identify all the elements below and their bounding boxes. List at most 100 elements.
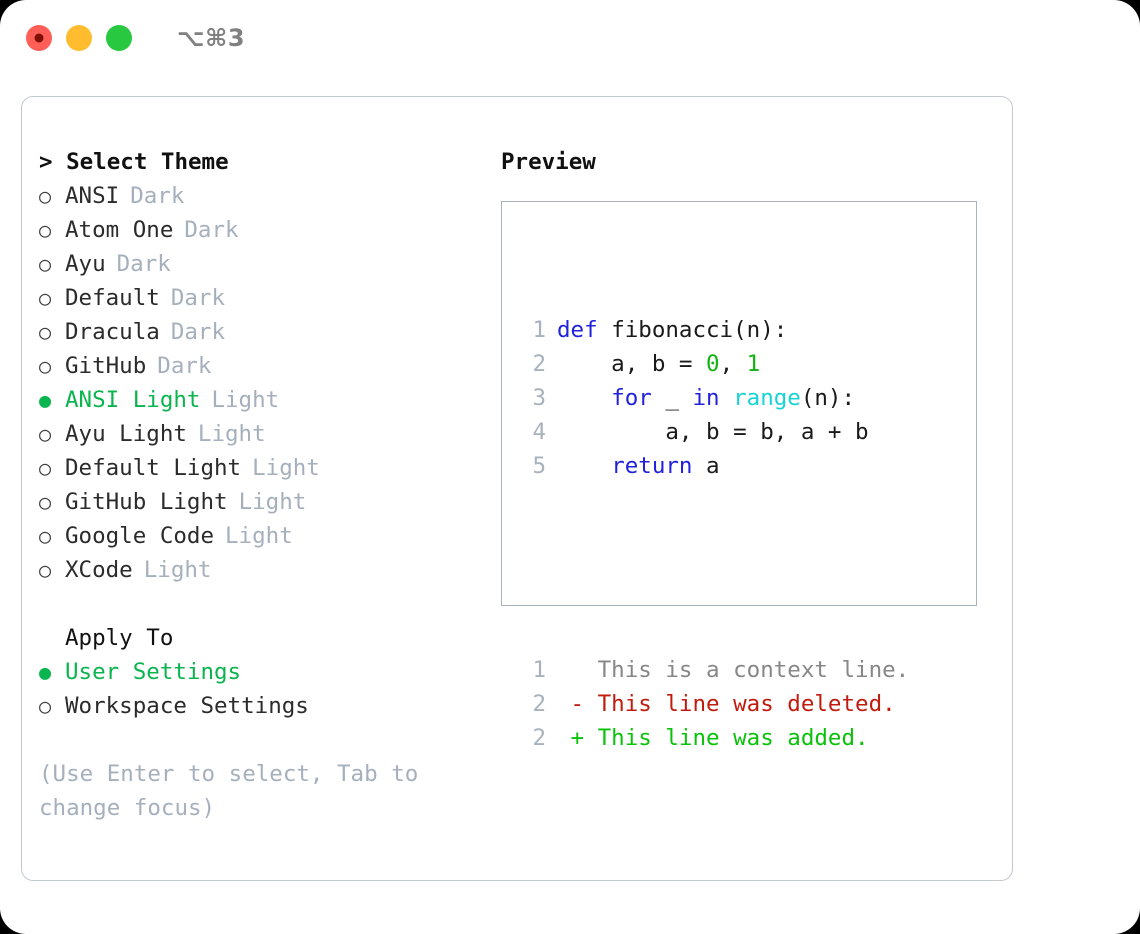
- code-token-plain: a: [692, 453, 720, 479]
- list-gap: [39, 587, 489, 621]
- theme-option-label: GitHub Light: [65, 489, 228, 515]
- diff-marker: [557, 657, 584, 683]
- radio-empty-icon: ○: [39, 184, 52, 208]
- radio-empty-icon: ○: [39, 422, 52, 446]
- theme-option-variant: Dark: [184, 217, 239, 243]
- radio-empty-icon: ○: [39, 218, 52, 242]
- code-token-plain: _: [651, 385, 693, 411]
- apply-to-option[interactable]: ○ Workspace Settings: [39, 689, 489, 723]
- radio-selected-icon: ●: [39, 388, 52, 412]
- zoom-button[interactable]: [106, 25, 132, 51]
- preview-heading: Preview: [501, 149, 596, 175]
- apply-to-option[interactable]: ●User Settings: [39, 655, 489, 689]
- theme-option[interactable]: ○ Atom One Dark: [39, 213, 489, 247]
- radio-selected-icon: ●: [39, 660, 52, 684]
- theme-option[interactable]: ○ ANSI Dark: [39, 179, 489, 213]
- radio-empty-icon: ○: [39, 490, 52, 514]
- theme-option[interactable]: ○ Ayu Dark: [39, 247, 489, 281]
- theme-option-label: Ayu Light: [65, 421, 187, 447]
- theme-option-label: ANSI Light: [65, 387, 201, 413]
- keyboard-hint: (Use Enter to select, Tab to change focu…: [39, 761, 432, 821]
- diff-line-content: + This line was added.: [557, 721, 869, 755]
- code-token-kw: in: [692, 385, 720, 411]
- code-token-plain: (n):: [800, 385, 856, 411]
- line-number: 2: [532, 725, 546, 751]
- code-token-builtin: range: [733, 385, 801, 411]
- code-token-plain: a, b = b, a + b: [557, 419, 869, 445]
- theme-option-label: GitHub: [65, 353, 147, 379]
- minimize-button[interactable]: [66, 25, 92, 51]
- theme-option[interactable]: ○ GitHub Light Light: [39, 485, 489, 519]
- diff-text: This line was deleted.: [584, 691, 896, 717]
- line-number: 5: [532, 453, 546, 479]
- code-token-num: 0: [706, 351, 720, 377]
- radio-empty-icon: ○: [39, 456, 52, 480]
- theme-option-label: Default Light: [65, 455, 242, 481]
- theme-option-variant: Dark: [116, 251, 171, 277]
- theme-option-variant: Light: [211, 387, 280, 413]
- close-button[interactable]: [26, 25, 52, 51]
- radio-empty-icon: ○: [39, 320, 52, 344]
- window-titlebar: ⌥⌘3: [0, 0, 1140, 76]
- theme-option-label: Atom One: [65, 217, 174, 243]
- theme-option-variant: Dark: [170, 319, 226, 345]
- theme-option-variant: Light: [225, 523, 293, 549]
- line-number: 1: [532, 317, 546, 343]
- line-number: 3: [532, 385, 546, 411]
- diff-line: 1 This is a context line.: [520, 653, 909, 687]
- code-line-content: def fibonacci(n):: [557, 313, 787, 347]
- code-blank-line: [520, 551, 909, 585]
- theme-option-label: XCode: [65, 557, 133, 583]
- code-line-content: a, b = 0, 1: [557, 347, 760, 381]
- theme-option[interactable]: ○ GitHub Dark: [39, 349, 489, 383]
- theme-option-label: Dracula: [65, 319, 160, 345]
- theme-option-variant: Dark: [130, 183, 185, 209]
- line-number: 2: [532, 691, 546, 717]
- radio-empty-icon: ○: [39, 694, 52, 718]
- line-number: 4: [532, 419, 546, 445]
- code-token-kw: def: [557, 317, 612, 343]
- code-line: 3 for _ in range(n):: [520, 381, 909, 415]
- code-token-plain: [720, 385, 734, 411]
- theme-option[interactable]: ○ Dracula Dark: [39, 315, 489, 349]
- code-token-kw: for: [611, 385, 652, 411]
- code-line-content: return a: [557, 449, 720, 483]
- code-line: 4 a, b = b, a + b: [520, 415, 909, 449]
- theme-option-label: Default: [65, 285, 160, 311]
- apply-to-heading: Apply To: [65, 625, 174, 651]
- theme-option-label: Ayu: [65, 251, 106, 277]
- theme-option-variant: Light: [238, 489, 307, 515]
- diff-line: 2 - This line was deleted.: [520, 687, 909, 721]
- apply-to-option-label: Workspace Settings: [65, 693, 309, 719]
- radio-empty-icon: ○: [39, 558, 52, 582]
- theme-option[interactable]: ● ANSI Light Light: [39, 383, 489, 417]
- caret-icon: >: [39, 149, 53, 175]
- line-number: 2: [532, 351, 546, 377]
- code-line: 2 a, b = 0, 1: [520, 347, 909, 381]
- diff-lines: 1 This is a context line.2 - This line w…: [520, 653, 909, 755]
- radio-empty-icon: ○: [39, 286, 52, 310]
- theme-option-variant: Dark: [157, 353, 212, 379]
- theme-option-label: Google Code: [65, 523, 215, 549]
- code-token-plain: a, b =: [557, 351, 707, 377]
- code-token-plain: [557, 453, 611, 479]
- diff-marker: -: [557, 691, 585, 717]
- radio-empty-icon: ○: [39, 252, 52, 276]
- radio-empty-icon: ○: [39, 354, 52, 378]
- diff-text: This is a context line.: [584, 657, 910, 683]
- theme-option-label: ANSI: [65, 183, 120, 209]
- apply-to-list: ●User Settings ○ Workspace Settings: [39, 655, 489, 723]
- diff-marker: +: [557, 725, 585, 751]
